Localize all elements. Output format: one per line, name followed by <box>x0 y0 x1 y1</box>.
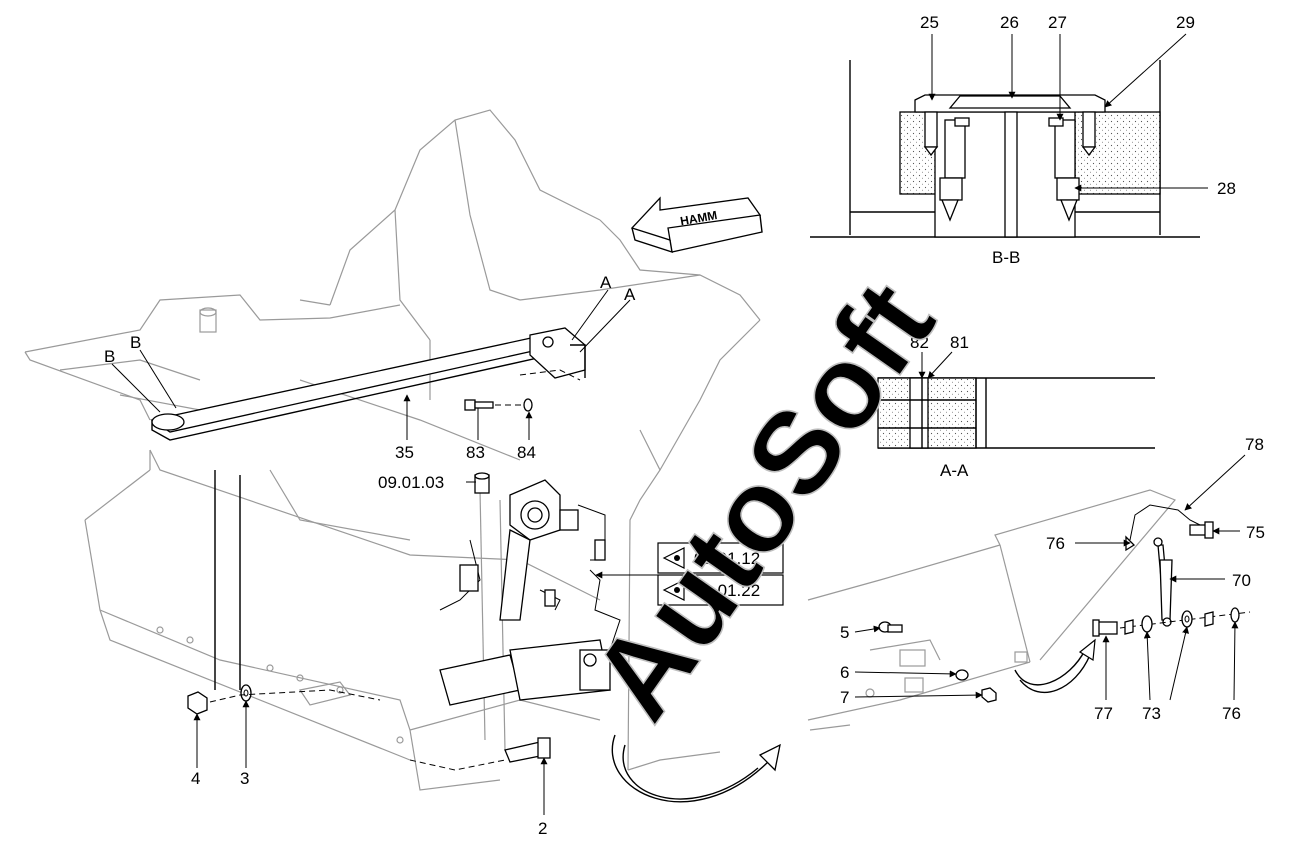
part-label-25: 25 <box>920 13 939 32</box>
hamm-direction-arrow: HAMM <box>630 196 763 254</box>
pin-77 <box>1092 619 1118 637</box>
part-label-78: 78 <box>1245 435 1264 454</box>
washers-73 <box>1124 610 1214 635</box>
section-bb-label: B-B <box>992 248 1020 267</box>
part-label-27: 27 <box>1048 13 1067 32</box>
part-label-26: 26 <box>1000 13 1019 32</box>
reference-callout-09-01-22: 09.01.22 <box>657 574 784 606</box>
curved-arrow-bottom <box>611 734 781 803</box>
articulation-assembly <box>439 472 621 706</box>
nut-7 <box>981 687 997 703</box>
tie-rods <box>214 470 241 690</box>
section-marker-labels: A A B B B-B A-A <box>104 248 1020 480</box>
door-detail-view <box>807 489 1176 731</box>
part-label-7: 7 <box>840 688 849 707</box>
clip-76-lower <box>1230 607 1240 623</box>
nut-4 <box>187 691 208 715</box>
hamm-logo-text: HAMM <box>679 208 718 228</box>
machine-body-outline <box>299 109 761 771</box>
part-label-6: 6 <box>840 663 849 682</box>
part-label-28: 28 <box>1217 179 1236 198</box>
section-marker-b-1: B <box>104 347 115 366</box>
leader-lines <box>111 33 1246 815</box>
part-label-77: 77 <box>1094 704 1113 723</box>
bolt-5 <box>878 621 903 633</box>
section-marker-a-1: A <box>600 273 612 292</box>
cable-78 <box>1129 504 1201 541</box>
bolt-83 <box>464 399 522 411</box>
washer-3 <box>240 684 252 702</box>
bolt-2 <box>504 737 551 763</box>
part-label-76-upper: 76 <box>1046 534 1065 553</box>
part-label-29: 29 <box>1176 13 1195 32</box>
part-number-labels: 25 26 27 29 28 82 81 78 76 75 70 35 83 8… <box>191 13 1265 838</box>
part-label-83: 83 <box>466 443 485 462</box>
part-label-75: 75 <box>1246 523 1265 542</box>
part-label-3: 3 <box>240 769 249 788</box>
part-label-2: 2 <box>538 819 547 838</box>
section-marker-a-2: A <box>624 285 636 304</box>
nut-84 <box>523 398 533 412</box>
part-label-5: 5 <box>840 623 849 642</box>
reference-callout-09-01-12: 09.01.12 <box>657 542 784 574</box>
part-label-70: 70 <box>1232 571 1251 590</box>
pin-75 <box>1189 521 1214 539</box>
ref-label-09-01-03: 09.01.03 <box>378 473 444 492</box>
ref-label-09-01-22: 09.01.22 <box>694 581 760 600</box>
part-label-82: 82 <box>910 333 929 352</box>
part-label-73: 73 <box>1142 704 1161 723</box>
part-label-76-lower: 76 <box>1222 704 1241 723</box>
part-label-84: 84 <box>517 443 536 462</box>
nut-6 <box>955 669 969 681</box>
section-marker-b-2: B <box>130 333 141 352</box>
gas-strut-70 <box>1153 537 1173 627</box>
autosoft-watermark: AutoSoft <box>566 259 960 743</box>
front-frame <box>24 294 601 791</box>
strut-bar <box>150 327 586 441</box>
part-label-81: 81 <box>950 333 969 352</box>
part-label-35: 35 <box>395 443 414 462</box>
part-label-4: 4 <box>191 769 200 788</box>
ref-label-09-01-12: 09.01.12 <box>694 549 760 568</box>
curved-arrow-right <box>1014 638 1096 694</box>
section-aa-view <box>877 377 1155 449</box>
section-bb-view <box>810 60 1200 238</box>
section-aa-label: A-A <box>940 461 969 480</box>
